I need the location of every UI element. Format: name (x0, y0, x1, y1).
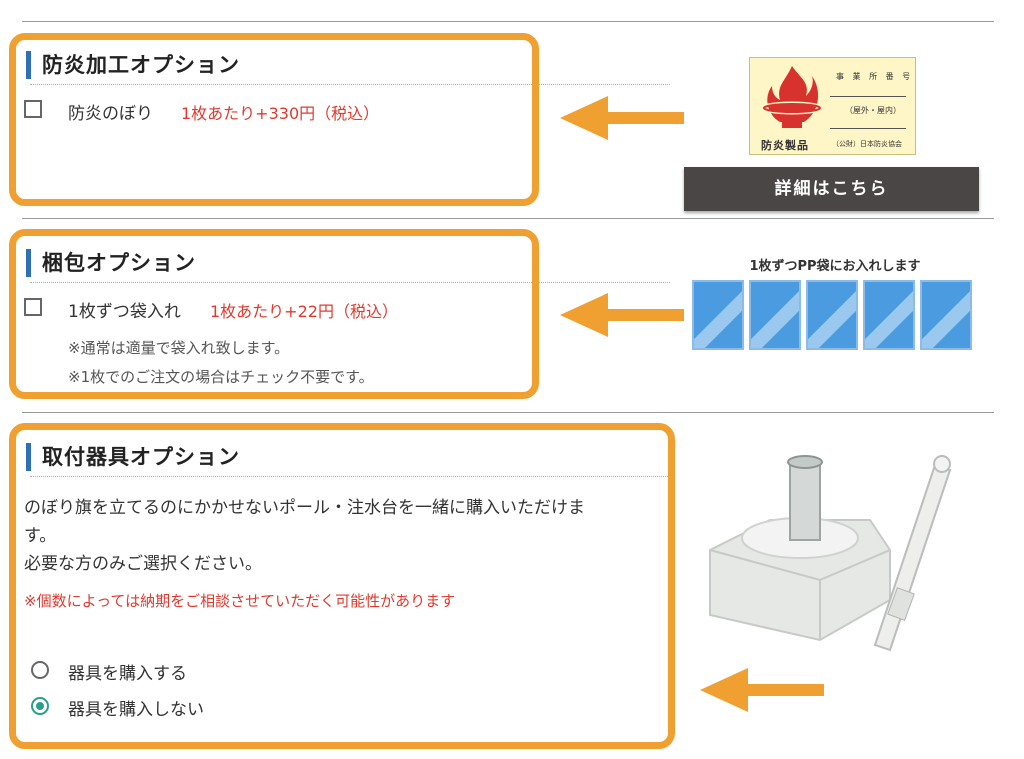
fixture-option-box: 取付器具オプション のぼり旗を立てるのにかかせないポール・注水台を一緒に購入いた… (9, 423, 675, 749)
fixture-heading-rule (30, 476, 670, 477)
packing-note-2: ※1枚でのご注文の場合はチェック不要です。 (68, 368, 374, 386)
packing-option-label[interactable]: 1枚ずつ袋入れ (68, 302, 181, 322)
fireproof-price: 1枚あたり+330円（税込） (181, 104, 380, 123)
fixture-description: のぼり旗を立てるのにかかせないポール・注水台を一緒に購入いただけま す。 必要な… (24, 494, 664, 578)
label-product: 防炎製品 (761, 139, 809, 152)
details-button[interactable]: 詳細はこちら (684, 167, 979, 211)
label-line-a (830, 96, 906, 97)
left-arrow-icon (560, 96, 684, 140)
radio-no-fixture[interactable] (31, 697, 49, 715)
fire-label-icon (760, 66, 824, 128)
fireproof-heading: 防炎加工オプション (26, 51, 240, 79)
radio-buy-fixture-label[interactable]: 器具を購入する (68, 664, 187, 684)
pp-bag-image (863, 280, 915, 350)
radio-no-fixture-label[interactable]: 器具を購入しない (68, 700, 204, 720)
left-arrow-icon (700, 668, 824, 712)
pp-bag-caption: 1枚ずつPP袋にお入れします (749, 259, 921, 274)
packing-option-box: 梱包オプション 1枚ずつ袋入れ 1枚あたり+22円（税込） ※通常は適量で袋入れ… (9, 229, 670, 399)
label-office-number: 事 業 所 番 号 (836, 72, 914, 81)
radio-buy-fixture[interactable] (31, 661, 49, 679)
pp-bag-image (692, 280, 744, 350)
fixture-warning: ※個数によっては納期をご相談させていただく可能性があります (24, 592, 456, 610)
pp-bag-image (806, 280, 858, 350)
section-divider-top (22, 21, 994, 22)
fixture-heading: 取付器具オプション (26, 443, 240, 471)
label-association: （公財）日本防炎協会 (832, 140, 902, 148)
fixture-description-line-2: す。 (24, 526, 57, 546)
fireproof-option-label[interactable]: 防炎のぼり (68, 104, 153, 124)
packing-note-1: ※通常は適量で袋入れ致します。 (68, 339, 290, 357)
pole-and-water-base-image (709, 455, 952, 652)
left-arrow-icon (560, 293, 684, 337)
packing-price: 1枚あたり+22円（税込） (210, 302, 398, 321)
fixture-description-line-3: 必要な方のみご選択ください。 (24, 554, 262, 574)
fireproof-heading-rule (30, 84, 670, 85)
section-divider-2 (22, 412, 994, 413)
fireproof-checkbox[interactable] (24, 100, 42, 118)
fireproof-option-box: 防炎加工オプション 防炎のぼり 1枚あたり+330円（税込） (9, 33, 670, 206)
pp-bag-image (749, 280, 801, 350)
packing-heading-rule (30, 282, 670, 283)
pp-bag-image (920, 280, 972, 350)
packing-heading: 梱包オプション (26, 249, 196, 277)
fireproof-label-image: 事 業 所 番 号 （屋外・屋内） 防炎製品 （公財）日本防炎協会 (749, 57, 916, 155)
label-indoor-outdoor: （屋外・屋内） (845, 106, 901, 115)
packing-checkbox[interactable] (24, 298, 42, 316)
fixture-description-line-1: のぼり旗を立てるのにかかせないポール・注水台を一緒に購入いただけま (24, 498, 585, 518)
section-divider-1 (22, 218, 994, 219)
label-line-b (830, 128, 906, 129)
